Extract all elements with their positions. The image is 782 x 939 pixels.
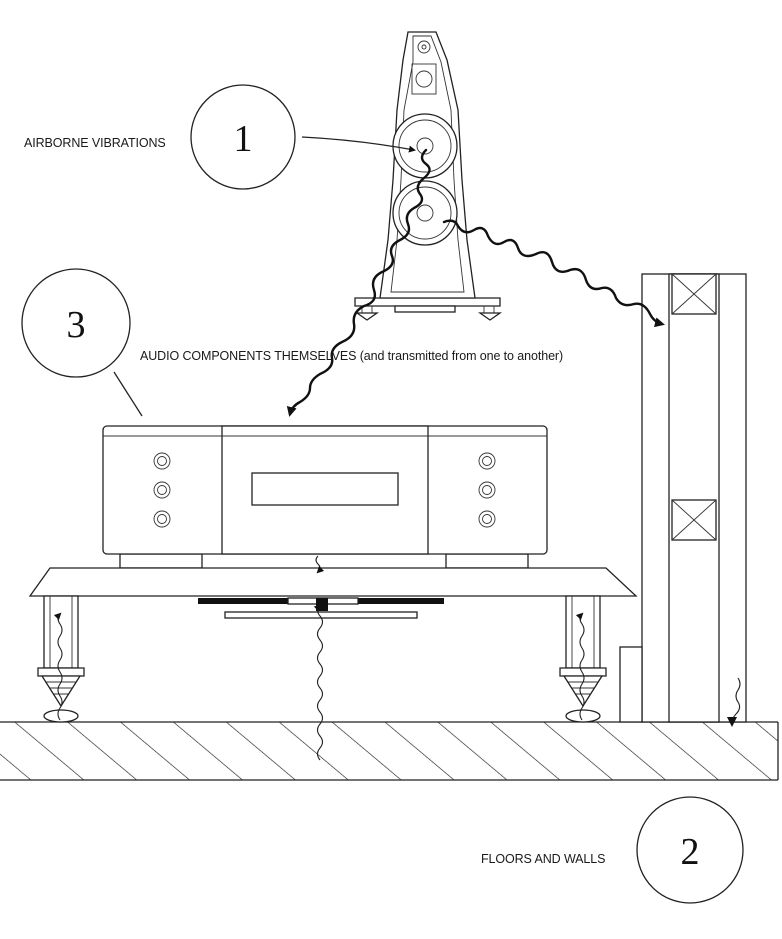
equipment-rack (28, 567, 638, 723)
marker-2-number: 2 (681, 831, 700, 873)
floors-and-walls-label: FLOORS AND WALLS (481, 852, 605, 866)
vibration-paths (53, 136, 741, 761)
marker-1-number: 1 (234, 118, 253, 160)
marker-3: 3 (21, 268, 131, 378)
airborne-vibrations-label: AIRBORNE VIBRATIONS (24, 136, 166, 150)
marker-2: 2 (636, 796, 744, 904)
audio-component (102, 425, 548, 569)
floor (0, 721, 779, 781)
wall (619, 273, 747, 723)
marker-1: 1 (190, 84, 296, 190)
audio-components-label: AUDIO COMPONENTS THEMSELVES (and transmi… (140, 349, 563, 363)
marker-3-number: 3 (67, 304, 86, 346)
